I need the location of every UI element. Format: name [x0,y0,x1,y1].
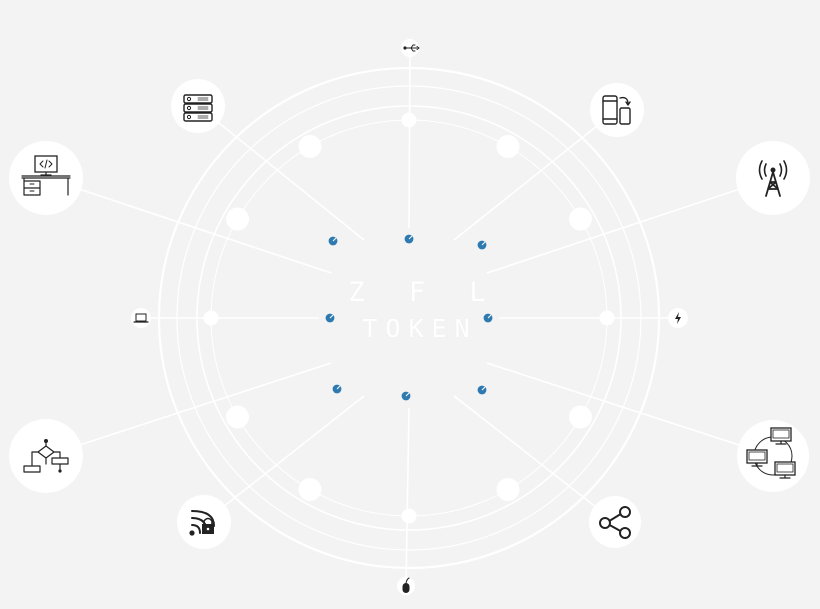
monitor-screen-2 [776,463,794,473]
icon-part [602,100,618,120]
monitor-screen-0 [772,429,790,439]
ring-node-3 [599,310,615,326]
ring-node-4 [568,405,592,429]
flowchart-icon [9,419,83,493]
icon-part [751,462,763,467]
icon-badge-9 [131,308,151,328]
server-unit-0 [183,94,213,104]
phone-body [602,95,618,125]
accent-dot-tick-3 [481,386,486,391]
accent-dot-tick-2 [487,314,492,319]
developer-desk-icon [9,141,83,215]
mobile-transfer-icon [590,83,644,137]
server-unit-1 [183,103,213,113]
title-line-2: TOKEN [362,314,478,343]
spoke-0 [408,47,411,229]
mouse-body [402,583,410,593]
server-led-2 [186,114,192,120]
laptop-screen [135,313,147,322]
share-node-1 [619,506,631,518]
icon-badge-11 [171,79,225,133]
inner-accent-dots [325,234,493,401]
ring-node-8 [226,405,250,429]
icon-badge-8 [9,419,83,493]
lock-hole [206,527,210,531]
icon-part [29,183,35,192]
spoke-6 [405,407,410,587]
spoke-11 [197,105,365,241]
share-node-2 [619,527,631,539]
wifi-dot [189,530,195,536]
mouse-icon [397,577,415,595]
ring-node-5 [496,477,520,501]
network-computers-icon [737,420,809,492]
radial-spokes [45,47,774,587]
ring-node-10 [226,207,250,231]
ring-nodes [203,112,615,524]
icon-part [197,106,209,110]
icon-part [23,442,69,473]
ring-node-2 [568,207,592,231]
ring-node-1 [496,135,520,159]
icon-part [197,97,209,101]
flow-end [58,469,62,473]
accent-dot-tick-6 [329,314,334,319]
radio-tower-icon [736,141,810,215]
phone-small [619,107,631,125]
accent-dot-tick-1 [481,241,486,246]
ring-node-6 [401,508,417,524]
share-icon [589,496,641,548]
server-led-0 [186,96,192,102]
wifi-lock-icon [177,495,231,549]
icon-badge-2 [736,141,810,215]
icon-part [619,96,631,106]
share-node-0 [599,517,611,529]
monitor-screen-1 [748,451,766,461]
icon-part [758,160,788,180]
accent-dot-tick-4 [405,392,410,397]
spoke-1 [453,109,618,241]
icon-part [39,159,53,169]
outer-icons [9,39,810,595]
icon-badge-5 [589,496,641,548]
usb-dot [403,46,407,50]
icon-part [779,474,791,479]
icon-part [405,577,410,584]
spoke-10 [45,177,332,274]
ring-node-7 [298,477,322,501]
lightning-icon [668,308,688,328]
ring-node-11 [298,135,322,159]
accent-dot-tick-7 [332,237,337,242]
spoke-2 [486,177,774,274]
icon-part [406,44,420,52]
flow-start [44,439,48,443]
spoke-7 [203,395,365,523]
accent-dot-tick-5 [336,385,341,390]
ring-node-0 [401,112,417,128]
ring-node-9 [203,310,219,326]
spoke-4 [486,362,774,457]
tower-top [770,167,776,173]
server-led-1 [186,105,192,111]
icon-part [203,517,213,525]
server-unit-2 [183,112,213,122]
spoke-5 [453,395,616,523]
server-icon [171,79,225,133]
title-line-1: Z F L [348,277,500,308]
laptop-icon [131,308,151,328]
icon-part [775,440,787,445]
accent-dot-tick-0 [408,235,413,240]
icon-part [197,115,209,119]
icon-part [21,171,71,196]
bolt [675,312,681,324]
usb-icon [401,39,420,57]
spoke-8 [45,362,332,457]
icon-part [765,171,781,197]
